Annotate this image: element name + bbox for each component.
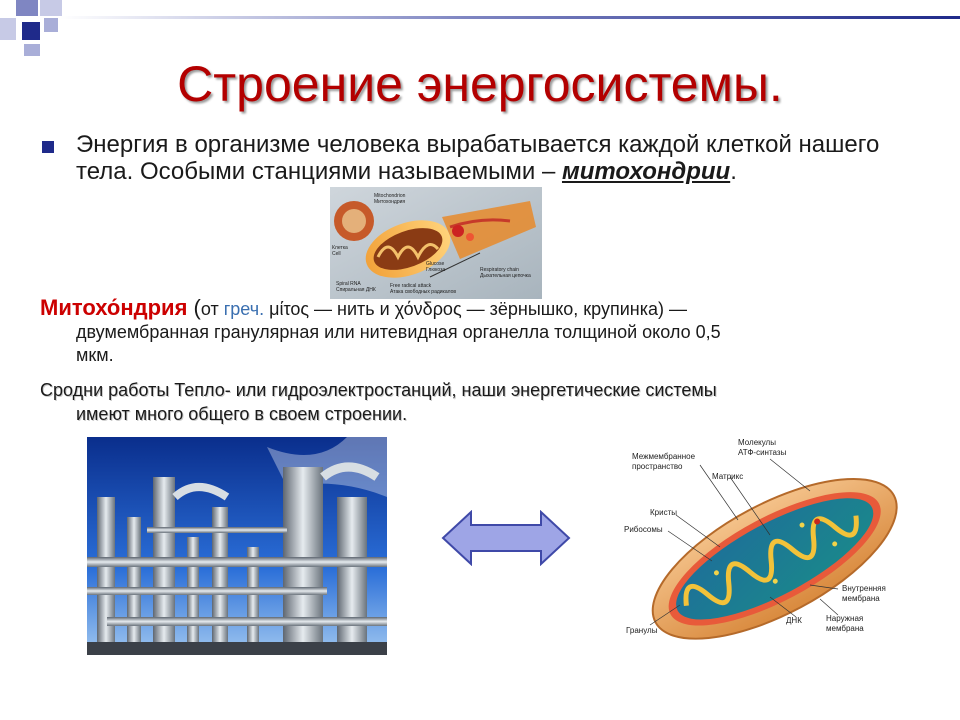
top-image-label: Respiratory chain: [480, 267, 519, 273]
top-image-label: Glucose: [426, 261, 445, 267]
title-rule: [60, 16, 960, 19]
label-inner-membrane: Внутренняя: [842, 584, 886, 593]
slide-title: Строение энергосистемы.: [177, 56, 783, 112]
greek-label: греч.: [223, 299, 265, 319]
top-image-label: Атака свободных радикалов: [390, 289, 456, 295]
top-image-label: Spiral RNA: [336, 281, 361, 287]
definition-term: Митохо́ндрия: [40, 295, 188, 320]
mitochondria-illustration: Mitochondrion Митохондрия Клетка Cell Sp…: [330, 187, 542, 299]
definition-paragraph: Митохо́ндрия (от греч. μίτος — нить и χό…: [40, 296, 920, 367]
label-intermembrane-2: пространство: [632, 462, 683, 471]
top-image-label: Mitochondrion: [374, 193, 406, 199]
label-inner-membrane-2: мембрана: [842, 594, 880, 603]
double-arrow-icon: [441, 510, 571, 566]
power-plant-photo: [87, 437, 387, 655]
label-intermembrane: Межмембранное: [632, 452, 696, 461]
top-image-label: Free radical attack: [390, 283, 432, 289]
mitochondria-term: митохондрии: [561, 158, 731, 185]
definition-from: от: [200, 299, 224, 319]
top-image-label: Клетка: [332, 245, 348, 251]
top-image-label: Митохондрия: [374, 199, 405, 205]
mitochondrion-diagram: Межмембранное пространство Молекулы АТФ-…: [624, 438, 898, 640]
label-matrix: Матрикс: [712, 472, 743, 481]
decor-square: [16, 0, 38, 16]
label-atp: Молекулы: [738, 438, 776, 447]
label-outer-membrane-2: мембрана: [826, 624, 864, 633]
label-outer-membrane: Наружная: [826, 614, 863, 623]
top-image-label: Cell: [332, 251, 341, 257]
top-image-label: Спиральная ДНК: [336, 287, 376, 293]
greek-etymology: μίτος — нить и χόνδρος — зёрнышко, крупи…: [264, 299, 688, 319]
label-cristae: Кристы: [650, 508, 677, 517]
intro-tail: .: [730, 158, 737, 185]
decor-square: [44, 18, 58, 32]
note-line-1: Сродни работы Тепло- или гидроэлектроста…: [40, 380, 717, 400]
label-ribosomes: Рибосомы: [624, 525, 663, 534]
bullet-square: [42, 141, 54, 153]
definition-paren: (: [187, 295, 201, 320]
top-image-label: Глюкоза: [426, 267, 445, 273]
note-line-2: имеют много общего в своем строении.: [76, 404, 408, 424]
note-paragraph: Сродни работы Тепло- или гидроэлектроста…: [40, 378, 920, 426]
decor-square: [0, 18, 16, 40]
decor-square: [22, 22, 40, 40]
top-image-label: Дыхательная цепочка: [480, 273, 531, 279]
decor-square: [40, 0, 62, 16]
intro-paragraph: Энергия в организме человека вырабатывае…: [76, 131, 906, 185]
definition-line-3: мкм.: [76, 345, 114, 365]
label-atp-2: АТФ-синтазы: [738, 448, 787, 457]
label-granules: Гранулы: [626, 626, 658, 635]
decor-square: [24, 44, 40, 56]
label-dna: ДНК: [786, 616, 802, 625]
intro-text: Энергия в организме человека вырабатывае…: [76, 131, 880, 185]
definition-line-2: двумембранная гранулярная или нитевидная…: [76, 322, 721, 342]
